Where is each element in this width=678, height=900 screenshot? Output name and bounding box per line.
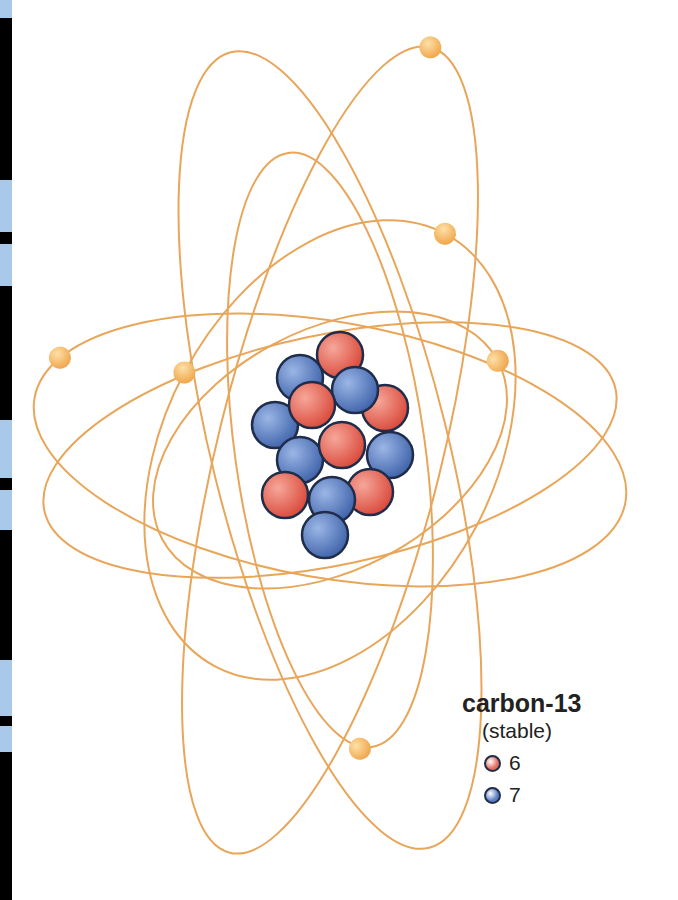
nucleus	[252, 332, 413, 558]
legend-count: 7	[509, 782, 521, 808]
legend-swatch	[484, 787, 501, 804]
legend-count: 6	[509, 750, 521, 776]
legend-swatch	[484, 755, 501, 772]
legend-row: 7	[484, 782, 581, 808]
electron-orbits	[12, 10, 647, 880]
atom-title: carbon-13	[462, 688, 581, 718]
edge-strip	[0, 0, 12, 900]
legend-panel: carbon-13(stable) 6 7	[462, 688, 581, 808]
legend-row: 6	[484, 750, 581, 776]
stability-label: (stable)	[482, 718, 581, 744]
